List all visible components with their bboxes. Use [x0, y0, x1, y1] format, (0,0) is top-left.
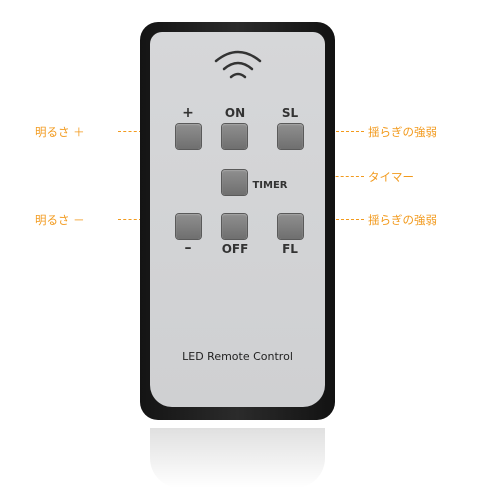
annotation-timer: タイマー — [368, 170, 414, 184]
brightness-down-button[interactable] — [176, 214, 201, 239]
off-label: OFF — [221, 242, 249, 256]
annotation-flicker-sl: 揺らぎの強弱 — [368, 125, 437, 139]
brightness-up-button[interactable] — [176, 124, 201, 149]
fl-button[interactable] — [278, 214, 303, 239]
brand-label: LED Remote Control — [182, 350, 293, 363]
leader-line-flicker-sl — [306, 131, 364, 132]
annotation-flicker-fl: 揺らぎの強弱 — [368, 213, 437, 227]
remote-face: + ON SL TIMER – OFF FL LED Remote Contro… — [150, 32, 325, 407]
timer-label: TIMER — [252, 180, 288, 191]
remote-reflection — [150, 428, 325, 488]
on-label: ON — [224, 106, 246, 120]
fl-label: FL — [282, 242, 298, 256]
infrared-signal-icon — [214, 50, 262, 79]
annotation-brightness-up: 明るさ ＋ — [35, 125, 85, 139]
minus-label: – — [184, 240, 192, 256]
annotation-brightness-down: 明るさ － — [35, 213, 85, 227]
sl-button[interactable] — [278, 124, 303, 149]
sl-label: SL — [281, 106, 299, 120]
remote-control: + ON SL TIMER – OFF FL LED Remote Contro… — [140, 22, 335, 420]
off-button[interactable] — [222, 214, 247, 239]
leader-line-flicker-fl — [306, 219, 364, 220]
timer-button[interactable] — [222, 170, 247, 195]
on-button[interactable] — [222, 124, 247, 149]
plus-label: + — [182, 105, 194, 121]
